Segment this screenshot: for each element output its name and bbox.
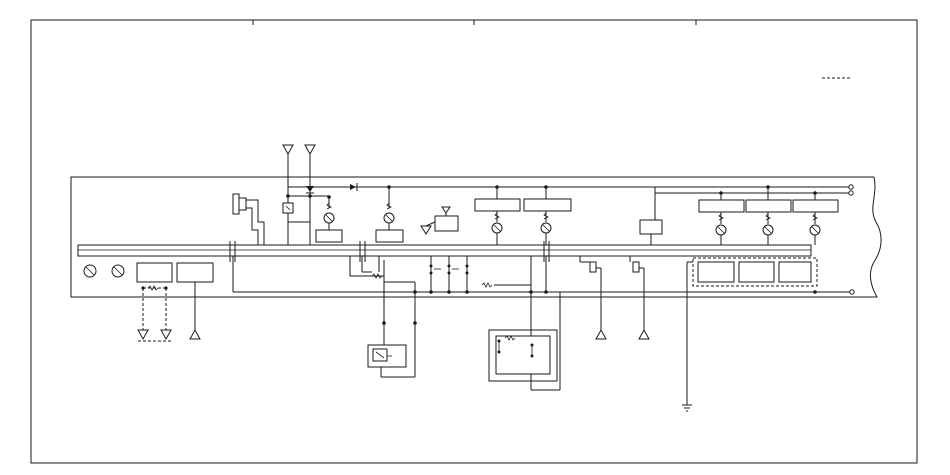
right-module-2 bbox=[745, 187, 792, 245]
left-ground-branch bbox=[137, 282, 201, 342]
main-bus-bar bbox=[77, 244, 812, 257]
component-box-a bbox=[136, 262, 173, 283]
module-group-right bbox=[686, 257, 818, 405]
under-bus-wiring bbox=[232, 256, 855, 325]
switch-group bbox=[429, 256, 469, 294]
external-switch-box bbox=[367, 323, 416, 378]
lamp-center-left bbox=[315, 197, 343, 243]
top-feed-arrows bbox=[282, 144, 316, 245]
switch-box bbox=[420, 206, 459, 235]
panel-enclosure bbox=[70, 176, 882, 298]
lamp-left-2 bbox=[111, 264, 125, 278]
component-box-b bbox=[176, 262, 214, 283]
diode-top bbox=[350, 184, 356, 190]
relay-box-right bbox=[639, 187, 663, 245]
center-module-b bbox=[523, 187, 572, 245]
right-module-1 bbox=[698, 193, 745, 245]
transistor-2 bbox=[629, 256, 650, 340]
ground-symbol bbox=[682, 404, 692, 412]
horn-component bbox=[232, 193, 265, 245]
bus-connectors bbox=[229, 241, 550, 262]
external-module-box bbox=[488, 292, 561, 391]
right-module-3 bbox=[792, 193, 839, 245]
center-module-a bbox=[474, 187, 521, 245]
transistor-1 bbox=[579, 256, 607, 340]
page-frame bbox=[30, 19, 918, 464]
lamp-center-2 bbox=[375, 187, 404, 243]
lamp-left-1 bbox=[83, 264, 97, 278]
relay-small bbox=[282, 202, 310, 223]
mid-resistor bbox=[481, 256, 548, 294]
